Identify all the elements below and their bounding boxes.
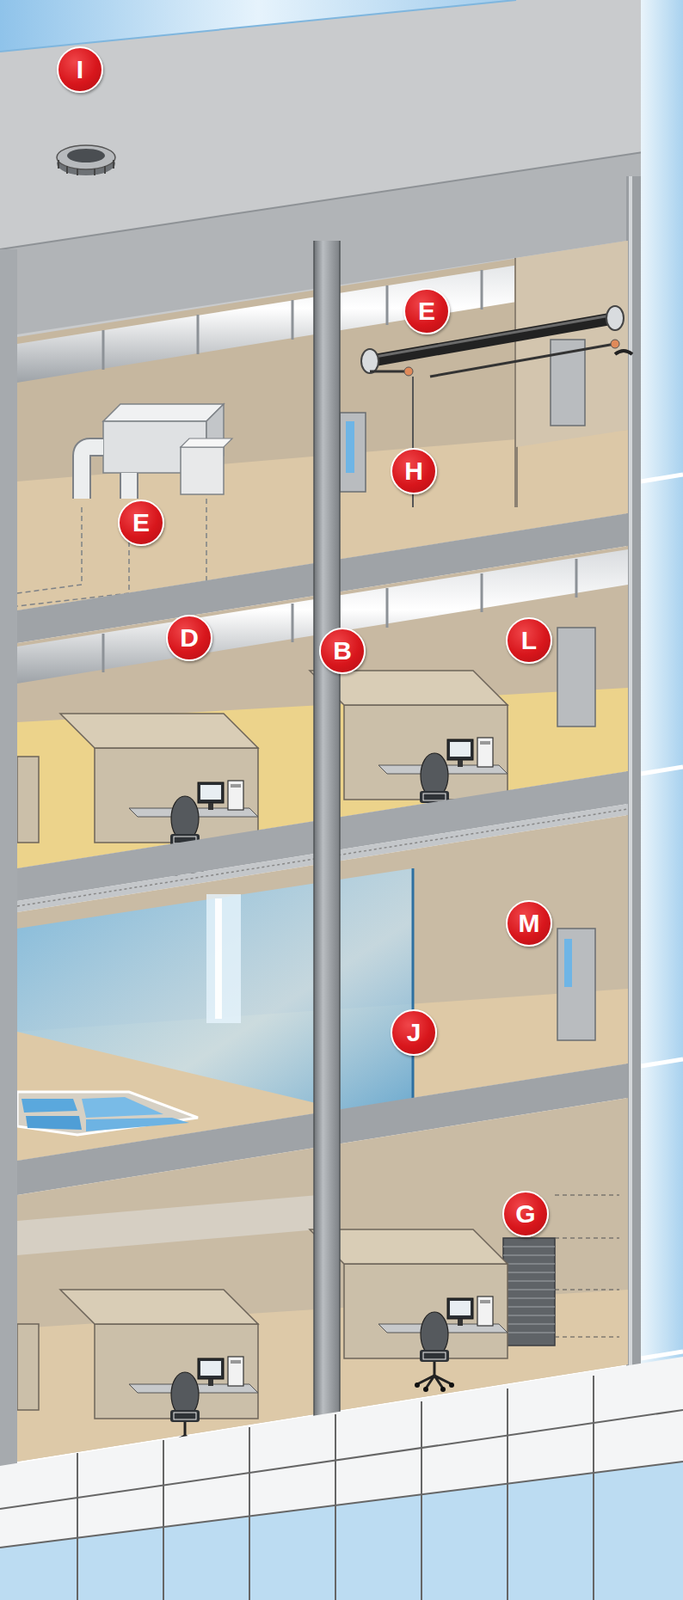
- curtain-wall: [640, 474, 683, 482]
- top-storey: [606, 306, 624, 331]
- glass-partition-storey: [86, 1118, 190, 1133]
- callout-letter: J: [390, 1009, 437, 1057]
- top-storey: [404, 367, 413, 376]
- top-storey: [339, 412, 366, 493]
- glass-partition-storey: [206, 894, 241, 1024]
- building-base: [77, 1376, 594, 1600]
- callout-letter: L: [505, 617, 553, 665]
- top-storey: [81, 447, 104, 499]
- top-storey: [119, 473, 139, 499]
- ground-storey: [503, 1238, 555, 1347]
- ground-storey: [17, 1195, 319, 1256]
- building-base: [0, 1357, 683, 1600]
- top-storey: [369, 318, 616, 362]
- glass-partition-storey: [215, 898, 222, 1020]
- building-base: [0, 1410, 683, 1510]
- callout-letter: D: [166, 615, 213, 662]
- curtain-wall: [628, 176, 633, 1381]
- curtain-wall: [640, 1059, 683, 1067]
- top-storey: [180, 438, 233, 448]
- callout-letter: H: [390, 448, 437, 495]
- building-base: [0, 1462, 683, 1549]
- glass-partition-storey: [81, 1097, 164, 1119]
- curtain-wall: [626, 176, 641, 1381]
- glass-partition-storey: [21, 1099, 78, 1114]
- top-storey: [81, 447, 104, 499]
- edge-column: [0, 249, 18, 1471]
- office-storey: [17, 756, 39, 843]
- glass-partition-storey: [564, 939, 573, 988]
- top-storey: [121, 473, 137, 499]
- office-storey: [557, 627, 596, 727]
- building-base: [0, 1462, 683, 1600]
- roof: [0, 0, 517, 52]
- structural-column: [313, 240, 315, 1467]
- top-storey: [610, 339, 620, 349]
- callout-letter: G: [502, 1191, 549, 1238]
- callout-letter: M: [505, 900, 553, 948]
- top-storey: [516, 240, 628, 448]
- ground-storey: [60, 1290, 259, 1453]
- callout-letter: B: [319, 627, 366, 675]
- curtain-wall: [640, 767, 683, 775]
- structural-column: [313, 240, 340, 1467]
- structural-column: [338, 240, 341, 1467]
- glass-partition-storey: [557, 929, 596, 1041]
- glass-partition-storey: [25, 1116, 82, 1131]
- ground-storey: [554, 1195, 620, 1338]
- top-storey: [430, 344, 616, 377]
- callout-letter: E: [117, 499, 165, 547]
- roof: [56, 145, 116, 170]
- roof: [0, 146, 683, 250]
- roof: [58, 159, 114, 176]
- building-base: [0, 1357, 683, 1600]
- top-storey: [103, 404, 224, 422]
- callout-letter: E: [403, 288, 450, 335]
- curtain-wall: [640, 1352, 683, 1360]
- roof: [67, 148, 105, 163]
- top-storey: [345, 421, 355, 474]
- top-storey: [369, 370, 405, 374]
- glass-partition-storey: [412, 868, 415, 1127]
- ground-storey: [503, 1247, 555, 1334]
- glass-partition-storey: [17, 868, 413, 1127]
- top-storey: [615, 350, 633, 355]
- top-storey: [180, 447, 224, 495]
- ground-storey: [17, 1324, 39, 1411]
- callout-letter: I: [56, 46, 104, 93]
- top-storey: [361, 349, 379, 374]
- roof: [0, 0, 517, 52]
- structural-column: [313, 240, 340, 1467]
- glass-partition-storey: [17, 1092, 198, 1136]
